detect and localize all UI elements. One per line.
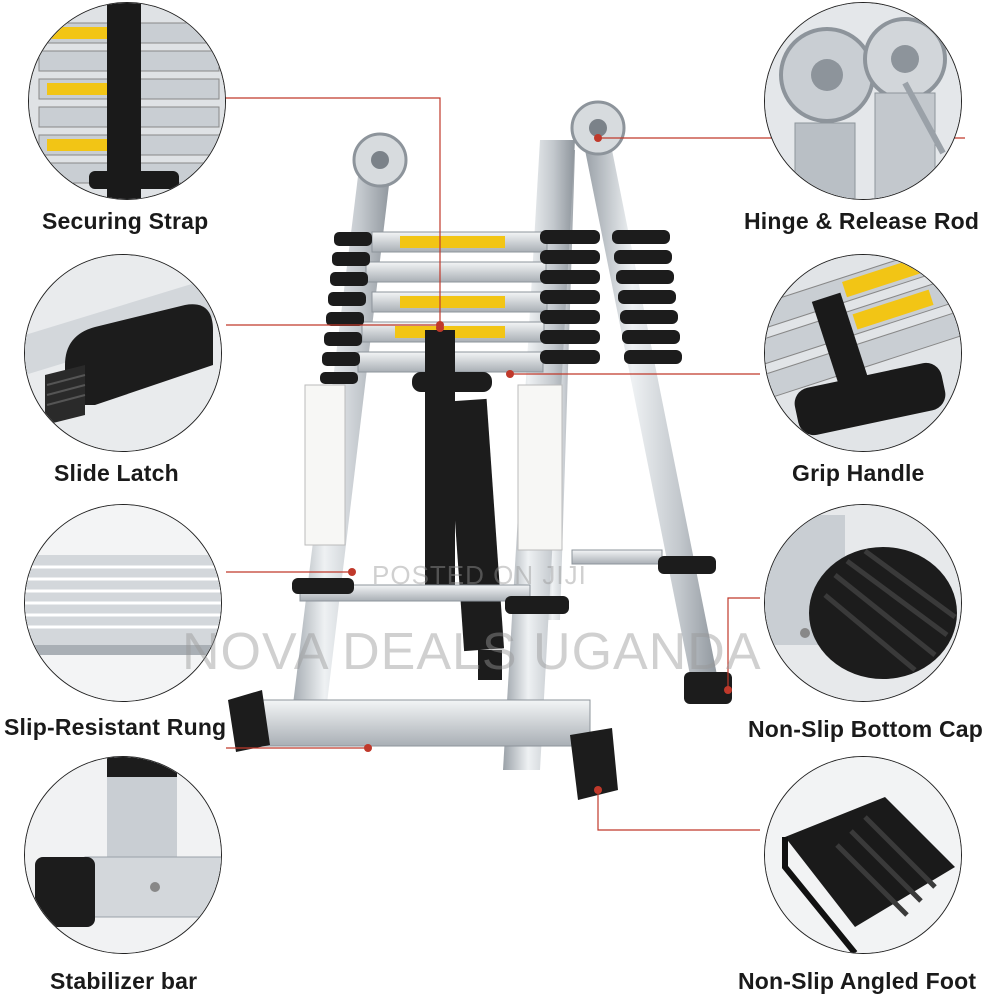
non-slip-bottom-cap-photo — [765, 505, 961, 701]
securing-strap-label: Securing Strap — [42, 208, 209, 234]
securing-strap-photo — [29, 3, 225, 199]
slip-resistant-rung-detail-circle — [24, 504, 222, 702]
hinge-release-rod-detail-circle — [764, 2, 962, 200]
slip-resistant-rung-photo — [25, 505, 221, 701]
non-slip-angled-foot-detail-circle — [764, 756, 962, 954]
grip-handle-label: Grip Handle — [792, 460, 925, 486]
grip-handle-detail-circle — [764, 254, 962, 452]
slide-latch-label: Slide Latch — [54, 460, 179, 486]
stabilizer-bar-label: Stabilizer bar — [50, 968, 198, 994]
grip-handle-photo — [765, 255, 961, 451]
watermark-posted-on: POSTED ON JIJI — [372, 560, 587, 590]
watermark-seller-name: NOVA DEALS UGANDA — [182, 623, 762, 681]
slide-latch-detail-circle — [24, 254, 222, 452]
non-slip-angled-foot-photo — [765, 757, 961, 953]
stabilizer-bar-detail-circle — [24, 756, 222, 954]
slide-latch-photo — [25, 255, 221, 451]
hinge-release-rod-photo — [765, 3, 961, 199]
non-slip-bottom-cap-detail-circle — [764, 504, 962, 702]
stabilizer-bar-photo — [25, 757, 221, 953]
slip-resistant-rung-label: Slip-Resistant Rung — [4, 714, 227, 740]
securing-strap-detail-circle — [28, 2, 226, 200]
hinge-release-rod-label: Hinge & Release Rod — [744, 208, 980, 234]
non-slip-bottom-cap-label: Non-Slip Bottom Cap — [748, 716, 984, 742]
non-slip-angled-foot-label: Non-Slip Angled Foot — [738, 968, 977, 994]
